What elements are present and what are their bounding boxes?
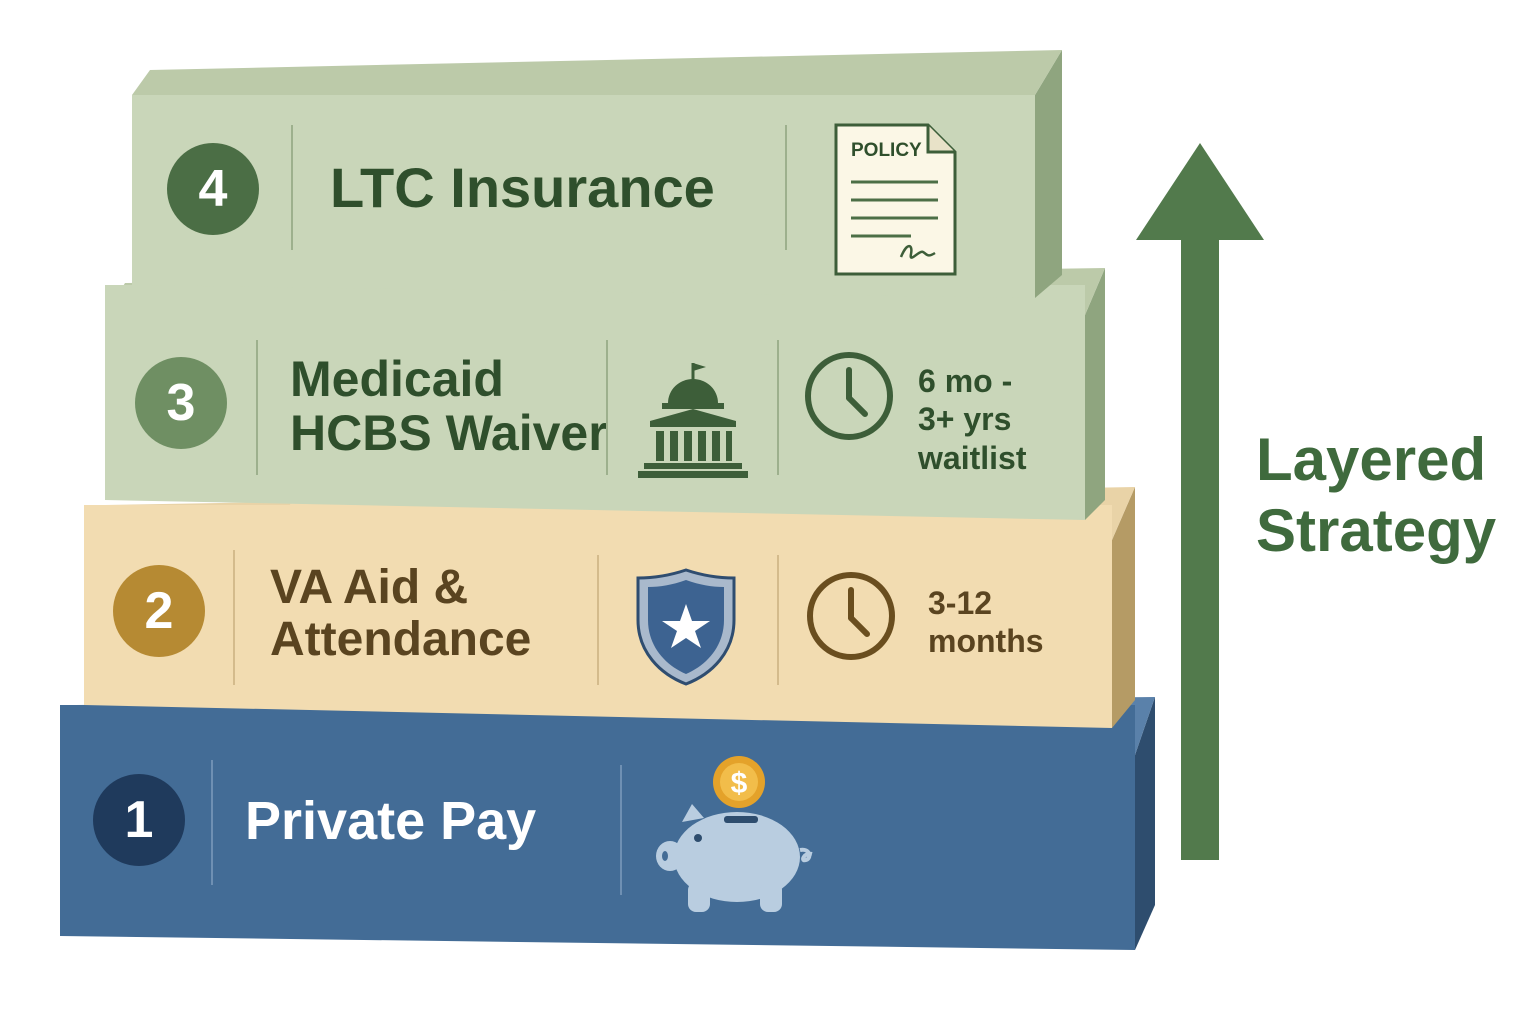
clock-icon bbox=[803, 350, 895, 442]
layered-strategy-label: Layered Strategy bbox=[1256, 426, 1497, 564]
policy-document-icon: POLICY bbox=[833, 122, 958, 277]
layer-4-number: 4 bbox=[167, 143, 259, 235]
layer-2-title: VA Aid & Attendance bbox=[270, 561, 532, 666]
layer-4-divider-2 bbox=[785, 125, 787, 250]
policy-label: POLICY bbox=[851, 140, 922, 161]
layer-4-divider bbox=[291, 125, 293, 250]
layer-3-divider-2 bbox=[606, 340, 608, 475]
layer-2-number: 2 bbox=[113, 565, 205, 657]
piggy-bank-icon: $ bbox=[652, 752, 817, 917]
up-arrow bbox=[1136, 143, 1264, 860]
layer-3-divider-3 bbox=[777, 340, 779, 475]
capitol-building-icon bbox=[632, 357, 754, 479]
layer-2-duration-note: 3-12 months bbox=[928, 585, 1044, 660]
star-shield-icon bbox=[632, 566, 740, 688]
layer-3-waitlist-note: 6 mo - 3+ yrs waitlist bbox=[918, 363, 1027, 476]
clock-icon bbox=[805, 570, 897, 662]
layer-1-title: Private Pay bbox=[245, 791, 537, 851]
coin-dollar-sign: $ bbox=[731, 767, 748, 800]
layer-3-divider bbox=[256, 340, 258, 475]
layer-3-title: Medicaid HCBS Waiver bbox=[290, 351, 608, 461]
block-4-shape bbox=[132, 50, 1062, 298]
layer-2-divider bbox=[233, 550, 235, 685]
layer-3-number: 3 bbox=[135, 357, 227, 449]
layer-1-number: 1 bbox=[93, 774, 185, 866]
layer-1-divider bbox=[211, 760, 213, 885]
layer-2-divider-3 bbox=[777, 555, 779, 685]
layer-4-title: LTC Insurance bbox=[330, 156, 715, 219]
layer-2-divider-2 bbox=[597, 555, 599, 685]
layer-1-divider-2 bbox=[620, 765, 622, 895]
